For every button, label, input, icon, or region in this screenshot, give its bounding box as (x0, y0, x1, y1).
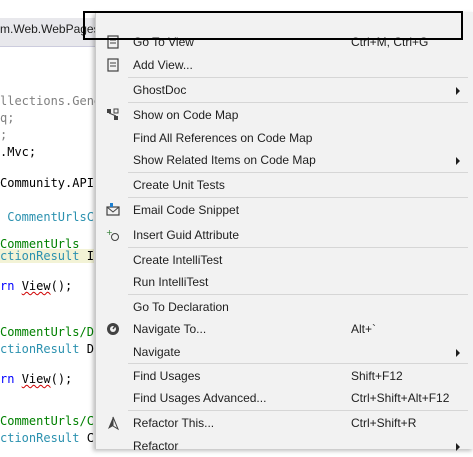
menu-item-refactor-this[interactable]: Refactor This... Ctrl+Shift+R (96, 412, 473, 434)
menu-item-label: Add View... (133, 58, 193, 72)
menu-item-label: Find All References on Code Map (133, 131, 313, 145)
menu-item-find-usages-advanced[interactable]: Find Usages Advanced... Ctrl+Shift+Alt+F1… (96, 387, 473, 409)
menu-item-label: Run IntelliTest (133, 275, 209, 289)
navigate-icon (105, 321, 121, 337)
code-line: llections.Gene (0, 94, 102, 108)
menu-item-label: GhostDoc (133, 83, 187, 97)
menu-item-label: Navigate (133, 345, 181, 359)
guid-icon: + (105, 227, 121, 243)
code-line: ; (0, 128, 8, 142)
submenu-arrow-icon (456, 349, 460, 357)
highlight-frame (83, 11, 463, 40)
menu-item-show-related-items-on-code-map[interactable]: Show Related Items on Code Map (96, 149, 473, 171)
submenu-arrow-icon (456, 87, 460, 95)
menu-item-label: Go To Declaration (133, 300, 229, 314)
menu-item-navigate[interactable]: Navigate (96, 341, 473, 363)
menu-item-label: Find Usages (133, 369, 201, 383)
menu-separator (128, 294, 468, 295)
menu-item-show-on-code-map[interactable]: Show on Code Map (96, 104, 473, 126)
code-line: rn View(); (0, 279, 73, 293)
menu-item-label: Find Usages Advanced... (133, 391, 267, 405)
menu-item-navigate-to[interactable]: Navigate To... Alt+` (96, 318, 473, 340)
menu-item-label: Insert Guid Attribute (133, 228, 240, 242)
code-line: rn View(); (0, 372, 73, 386)
menu-item-shortcut: Shift+F12 (351, 369, 403, 383)
code-line: CommentUrlsC (0, 210, 94, 224)
code-map-icon (105, 107, 121, 123)
menu-item-find-usages[interactable]: Find Usages Shift+F12 (96, 365, 473, 387)
menu-separator (128, 410, 468, 411)
code-line: ctionResult I (0, 249, 94, 263)
menu-icon-gutter (96, 12, 124, 449)
menu-item-label: Show on Code Map (133, 108, 239, 122)
menu-item-email-code-snippet[interactable]: Email Code Snippet (96, 199, 473, 221)
view-doc-icon (105, 34, 121, 50)
menu-separator (128, 102, 468, 103)
code-line: Community.API (0, 176, 94, 190)
menu-item-label: Email Code Snippet (133, 203, 240, 217)
menu-item-run-intellitest[interactable]: Run IntelliTest (96, 271, 473, 293)
menu-separator (128, 247, 468, 248)
code-line: ctionResult D (0, 342, 94, 356)
menu-item-add-view[interactable]: Add View... (96, 54, 473, 76)
code-line: .Mvc; (0, 145, 37, 159)
submenu-arrow-icon (456, 157, 460, 165)
menu-item-shortcut: Ctrl+Shift+R (351, 416, 417, 430)
menu-item-find-all-references-on-code-map[interactable]: Find All References on Code Map (96, 127, 473, 149)
refactor-icon (105, 415, 121, 431)
menu-item-label: Refactor This... (133, 416, 215, 430)
menu-item-create-unit-tests[interactable]: Create Unit Tests (96, 174, 473, 196)
submenu-arrow-icon (456, 443, 460, 451)
editor-tab-title: m.Web.WebPages. (0, 22, 103, 36)
menu-item-shortcut: Ctrl+Shift+Alt+F12 (351, 391, 450, 405)
menu-item-go-to-declaration[interactable]: Go To Declaration (96, 296, 473, 318)
menu-item-label: Show Related Items on Code Map (133, 153, 316, 167)
menu-item-ghostdoc[interactable]: GhostDoc (96, 79, 473, 101)
code-line: CommentUrls/D (0, 325, 94, 339)
menu-separator (128, 197, 468, 198)
add-view-icon (105, 57, 121, 73)
menu-item-label: Create IntelliTest (133, 253, 223, 267)
svg-text:+: + (106, 228, 113, 237)
email-snippet-icon (105, 202, 121, 218)
menu-item-create-intellitest[interactable]: Create IntelliTest (96, 249, 473, 271)
menu-item-label: Create Unit Tests (133, 178, 225, 192)
menu-separator (128, 172, 468, 173)
menu-item-shortcut: Alt+` (351, 322, 377, 336)
menu-item-insert-guid-attribute[interactable]: + Insert Guid Attribute (96, 224, 473, 246)
menu-item-label: Navigate To... (133, 322, 207, 336)
code-line: CommentUrls/C (0, 414, 94, 428)
code-line: ctionResult C (0, 431, 94, 445)
menu-separator (128, 77, 468, 78)
code-line: q; (0, 111, 15, 125)
menu-item-refactor[interactable]: Refactor (96, 435, 473, 457)
menu-separator (128, 363, 468, 364)
menu-item-label: Refactor (133, 439, 179, 453)
code-line: CommentUrls (0, 237, 80, 251)
